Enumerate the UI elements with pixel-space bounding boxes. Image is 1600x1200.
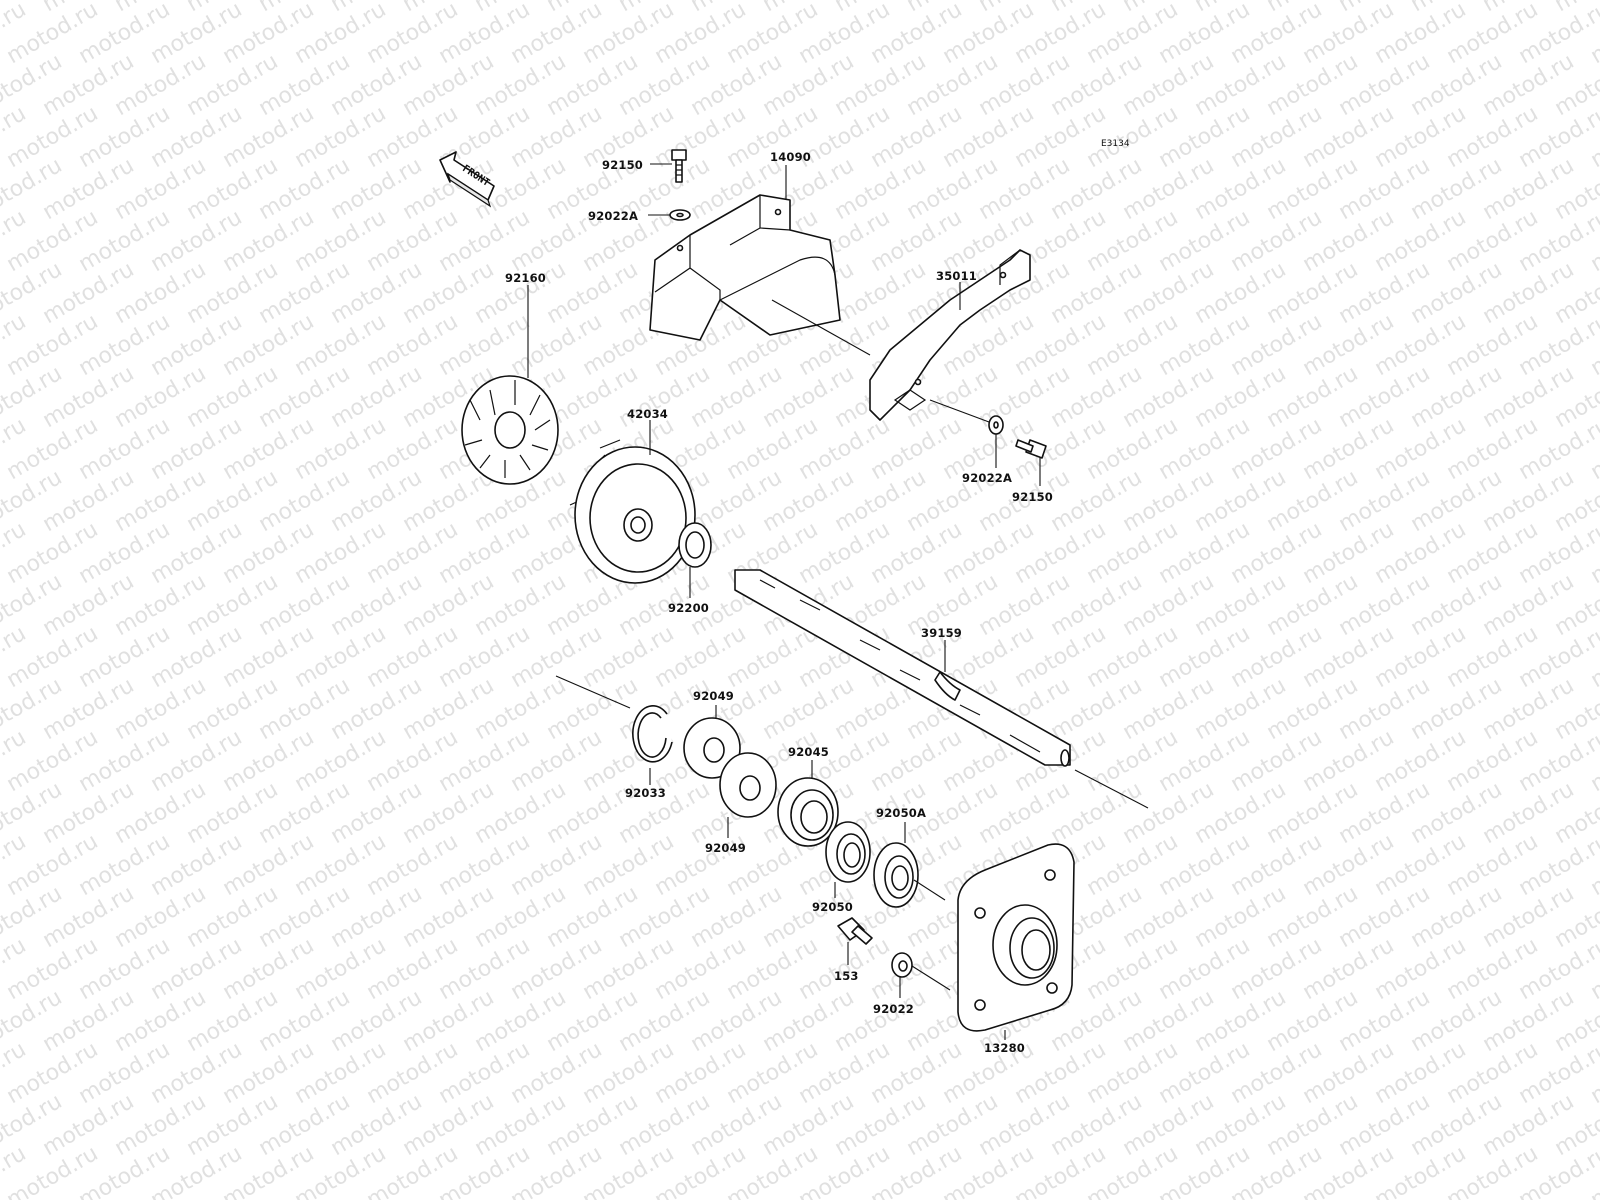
washer-92022a-bottom-icon [929,399,1004,468]
housing-13280-icon [957,843,1075,1040]
part-label-39159: 39159 [921,626,962,640]
part-label-92022: 92022 [873,1002,914,1016]
washer-92022a-top-icon [648,209,691,221]
part-label-35011: 35011 [936,269,977,283]
part-label-92022a-bottom: 92022A [962,471,1012,485]
washer-92022-icon [891,952,951,998]
part-label-13280: 13280 [984,1041,1025,1055]
oil-seal-92050-icon [825,821,871,898]
bolt-153-icon [837,917,873,965]
diagram-code: E3134 [1101,139,1130,149]
washer-92049-bottom-icon [719,752,777,838]
part-label-92050: 92050 [812,900,853,914]
assembly-axis-lines [555,675,1149,809]
part-label-92049-bottom: 92049 [705,841,746,855]
washer-92049-top-icon [683,705,741,779]
part-label-92045: 92045 [788,745,829,759]
oil-seal-92050a-icon [873,822,946,908]
circlip-92033-icon [632,705,673,785]
part-label-92050a: 92050A [876,806,926,820]
part-label-92150-top: 92150 [602,158,643,172]
part-label-42034: 42034 [627,407,668,421]
part-label-153: 153 [834,969,859,983]
part-label-92049-top: 92049 [693,689,734,703]
part-label-14090: 14090 [770,150,811,164]
damper-92160-icon [461,285,559,485]
bolt-92150-top-icon [650,149,687,183]
part-label-92150-bottom: 92150 [1012,490,1053,504]
bolt-92150-bottom-icon [1015,439,1047,486]
spacer-92200-icon [678,522,712,598]
part-label-92160: 92160 [505,271,546,285]
part-label-92200: 92200 [668,601,709,615]
drive-shaft-39159-icon [734,569,1071,767]
part-label-92022a-top: 92022A [588,209,638,223]
coupling-42034-icon [569,420,696,584]
front-arrow-icon: FRONT [439,151,495,208]
bearing-92045-icon [777,760,839,847]
bracket-35011-icon [771,249,1031,421]
part-label-92033: 92033 [625,786,666,800]
cover-14090-icon [649,165,841,341]
